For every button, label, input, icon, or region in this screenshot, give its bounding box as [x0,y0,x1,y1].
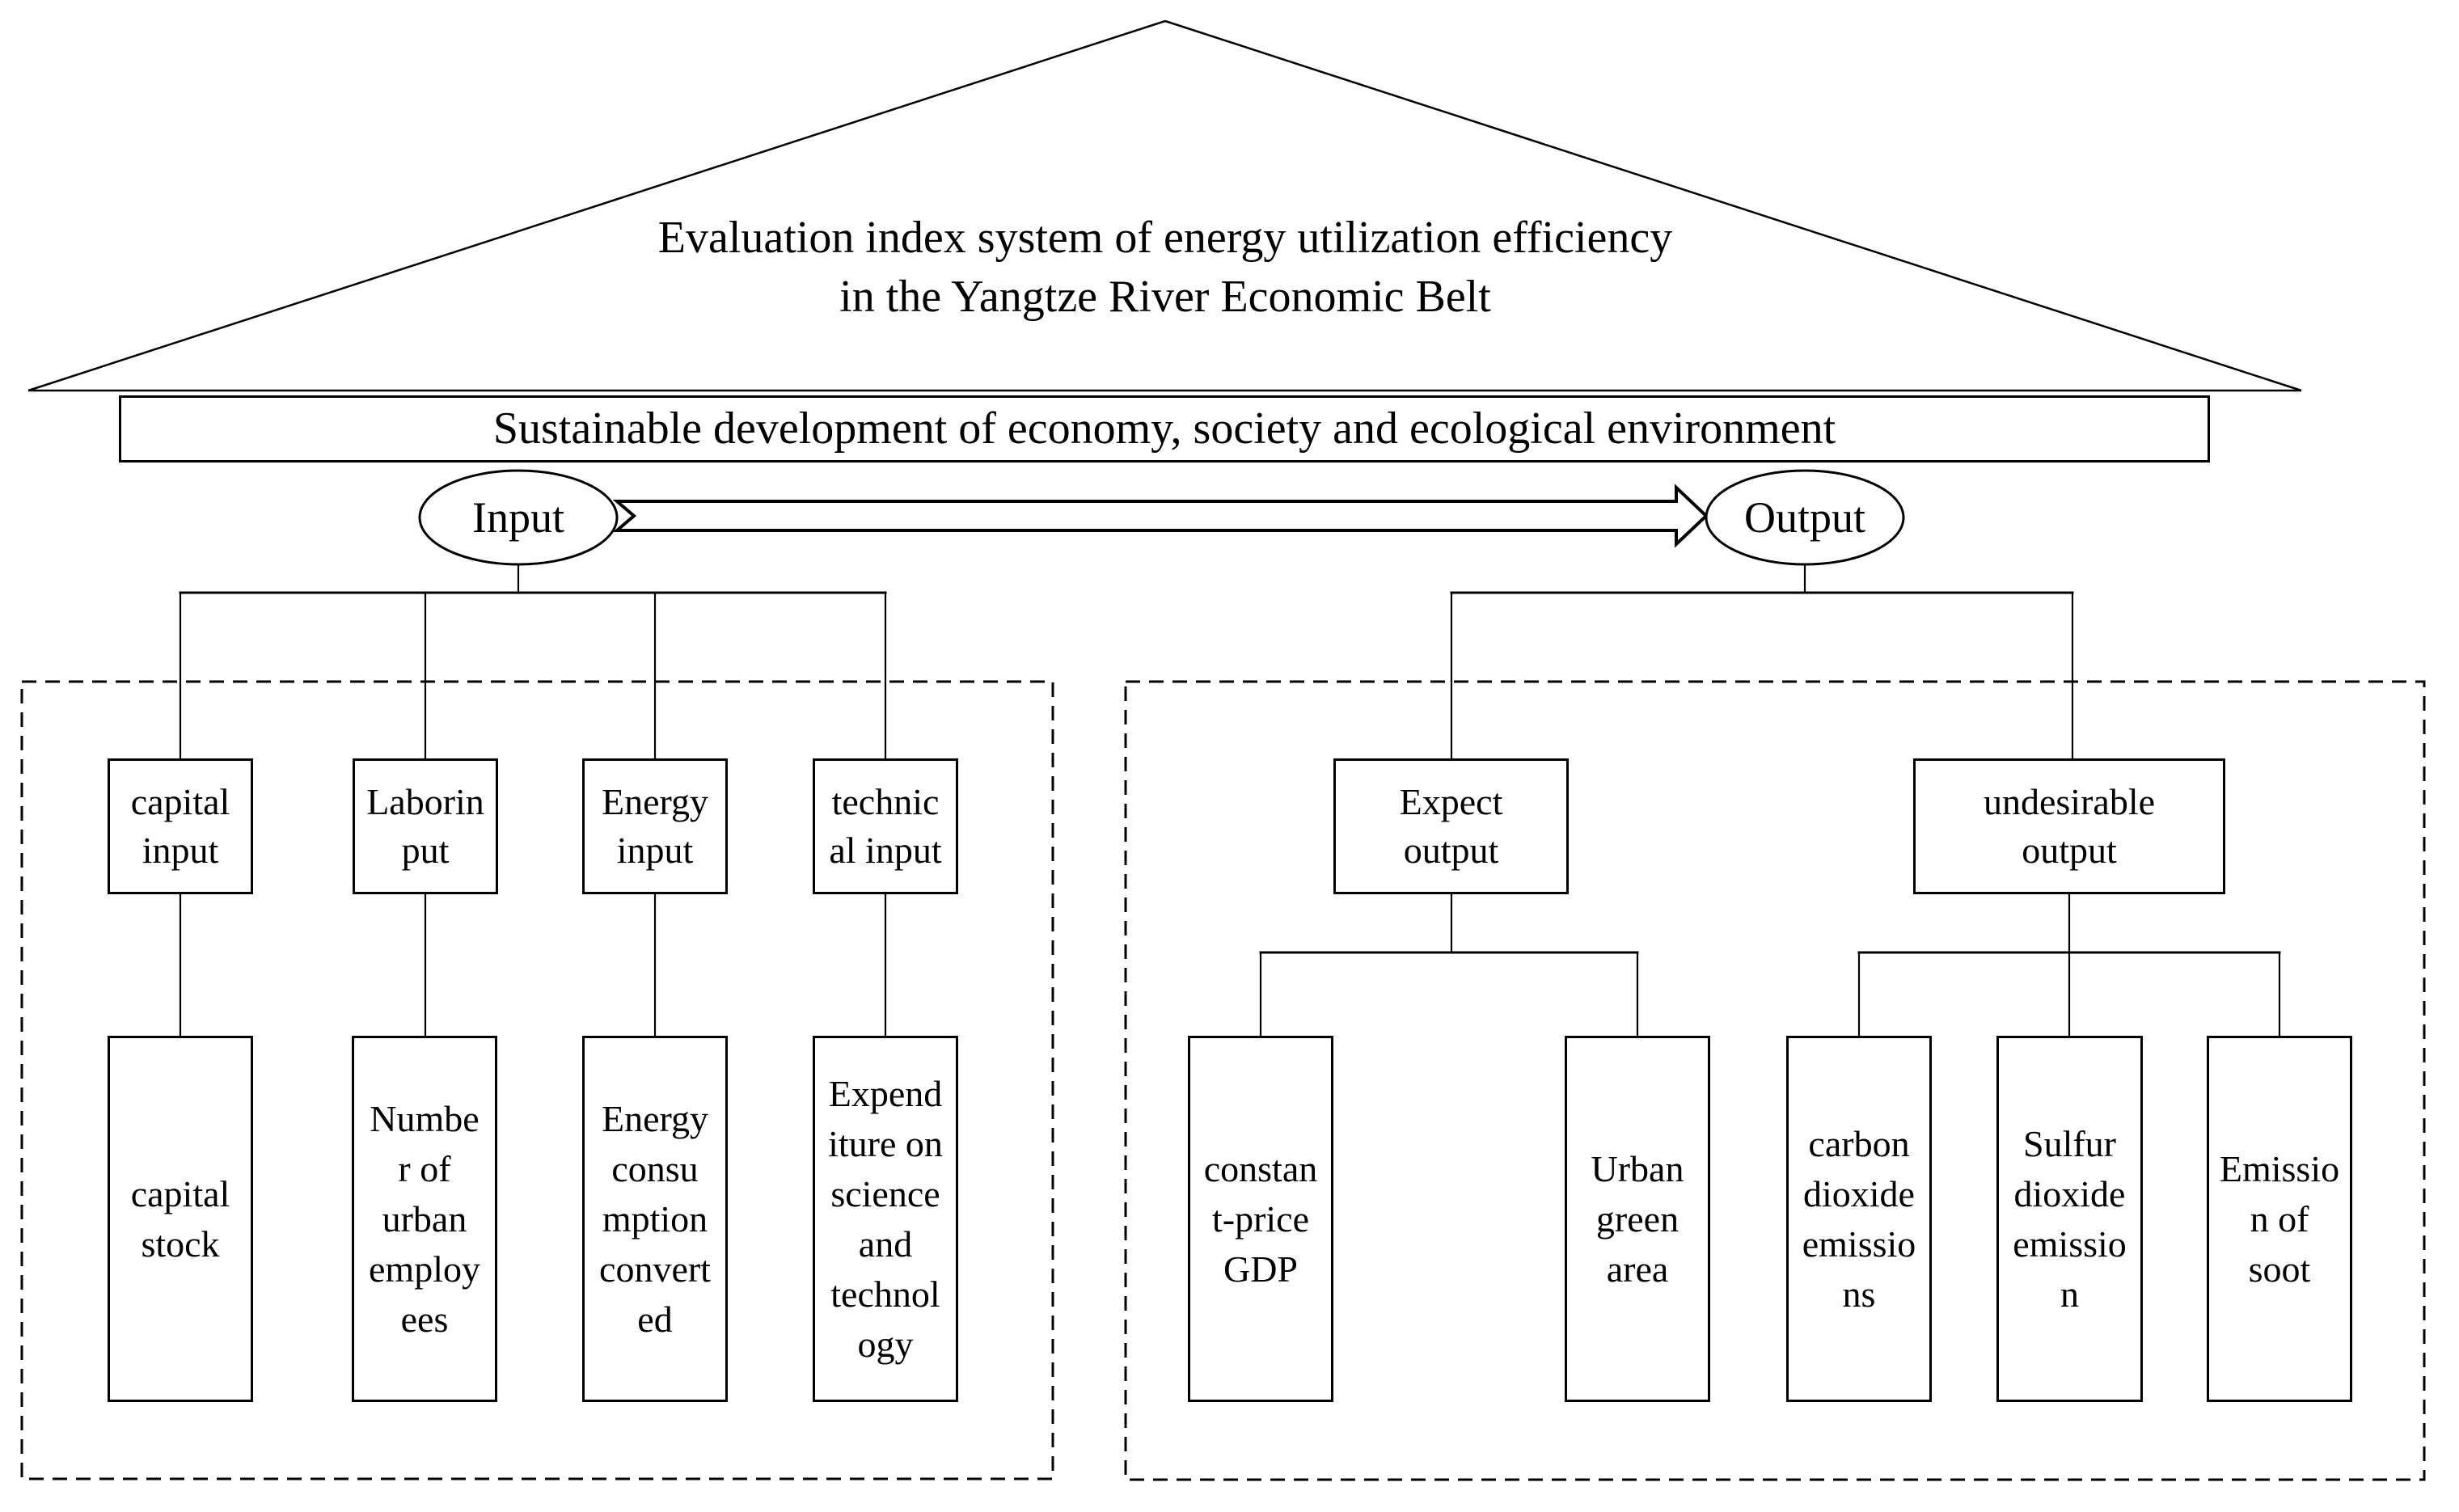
indicator-box-capital-stock: capital stock [108,1036,253,1402]
category-box-capital-input: capital input [108,758,253,894]
category-box-expect-output: Expect output [1333,758,1569,894]
diagram-title: Evaluation index system of energy utiliz… [657,213,1673,322]
indicator-box-soot-emission: Emissio n of soot [2207,1036,2352,1402]
category-box-technical-input: technic al input [813,758,958,894]
category-box-energy-input: Energy input [582,758,728,894]
indicator-box-carbon-dioxide: carbon dioxide emissio ns [1786,1036,1932,1402]
connector-lines [179,563,2281,1037]
output-node-label: Output [1743,493,1865,542]
input-to-output-arrow [612,484,1709,548]
indicator-box-constant-price-gdp: constan t-price GDP [1188,1036,1333,1402]
banner: Sustainable development of economy, soci… [119,395,2210,462]
indicator-box-urban-green-area: Urban green area [1565,1036,1710,1402]
category-box-undesirable-output: undesirable output [1913,758,2225,894]
indicator-box-sulfur-dioxide: Sulfur dioxide emissio n [1996,1036,2143,1402]
roof-triangle [27,19,2302,392]
indicator-box-science-expenditure: Expend iture on science and technol ogy [813,1036,958,1402]
indicator-box-urban-employees: Numbe r of urban employ ees [352,1036,497,1402]
input-node-label: Input [472,493,564,542]
category-box-labor-input: Laborin put [353,758,498,894]
output-dashed-frame [1124,680,2426,1481]
indicator-box-energy-consumption: Energy consu mption convert ed [582,1036,728,1402]
